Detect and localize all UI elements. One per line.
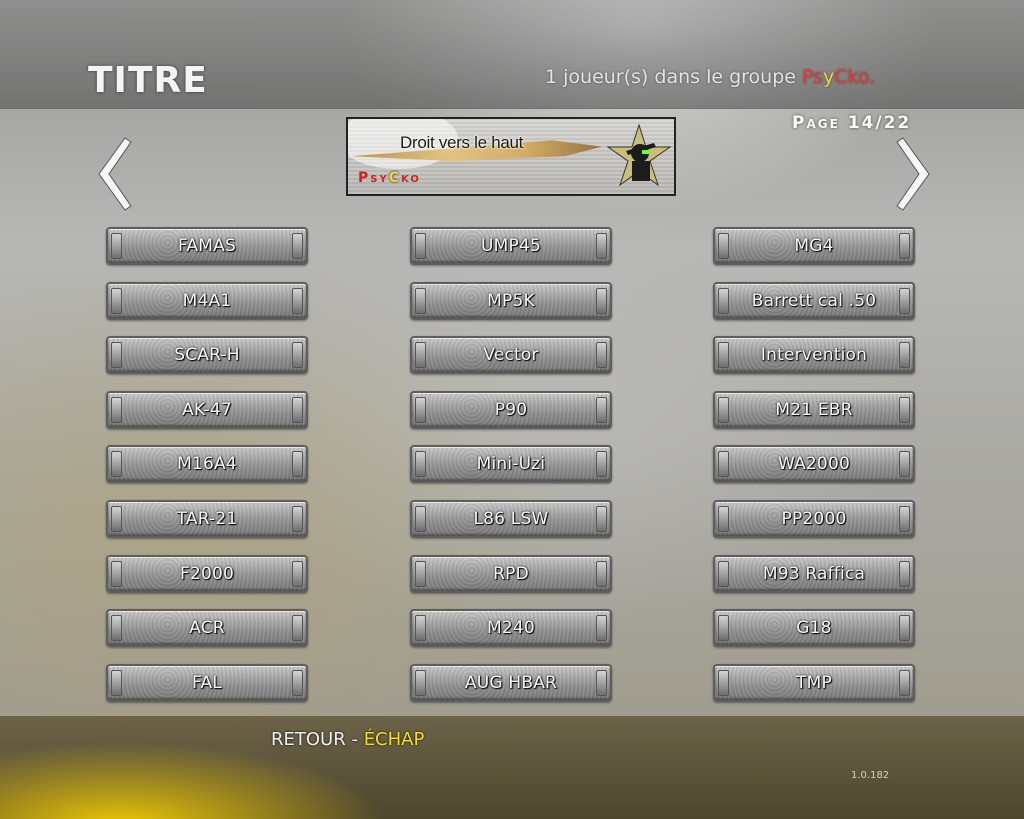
- clan-tag-char: y: [379, 170, 389, 186]
- weapon-button[interactable]: Intervention: [713, 336, 915, 375]
- group-info: 1 joueur(s) dans le groupe PsyCko.: [545, 66, 875, 88]
- clan-tag-char: k: [401, 170, 411, 186]
- weapon-label: Mini-Uzi: [476, 454, 546, 475]
- weapon-label: G18: [796, 618, 832, 639]
- weapon-button[interactable]: UMP45: [410, 227, 612, 265]
- clan-tag-char: C: [388, 170, 401, 186]
- weapon-button[interactable]: M21 EBR: [713, 390, 915, 429]
- previous-page-button[interactable]: [95, 136, 135, 212]
- weapon-label: FAL: [192, 672, 222, 693]
- weapon-label: TAR-21: [176, 509, 238, 529]
- back-label: RETOUR: [271, 729, 346, 750]
- weapon-button[interactable]: ACR: [106, 609, 308, 648]
- clan-tag-char: P: [358, 170, 371, 186]
- weapon-label: L86 LSW: [473, 509, 549, 529]
- back-separator: -: [345, 729, 364, 750]
- page-indicator: Page 14/22: [792, 113, 912, 133]
- weapon-button[interactable]: M4A1: [106, 281, 308, 320]
- weapon-label: M93 Raffica: [762, 563, 866, 584]
- weapon-label: PP2000: [781, 509, 847, 529]
- weapon-button[interactable]: MP5K: [410, 281, 612, 320]
- weapon-button[interactable]: M16A4: [106, 445, 308, 484]
- group-name-char: P: [801, 66, 814, 88]
- weapon-button[interactable]: Barrett cal .50: [713, 281, 915, 320]
- group-name-char: k: [847, 66, 858, 88]
- group-name-char: C: [834, 66, 848, 88]
- weapon-button[interactable]: P90: [410, 390, 612, 429]
- version-label: 1.0.182: [851, 770, 890, 781]
- weapon-label: ACR: [189, 618, 225, 639]
- back-key-hint: ÉCHAP: [363, 729, 425, 750]
- group-name-char: o: [857, 66, 870, 88]
- weapon-label: P90: [494, 399, 528, 420]
- weapon-button[interactable]: SCAR-H: [106, 336, 308, 375]
- weapon-button[interactable]: FAL: [106, 663, 308, 702]
- weapon-grid: FAMAS M4A1 SCAR-H AK-47 M16A4 TAR-21 F20…: [106, 227, 916, 707]
- weapon-button[interactable]: PP2000: [713, 500, 915, 538]
- weapon-label: F2000: [179, 563, 235, 584]
- weapon-button[interactable]: TAR-21: [106, 500, 308, 538]
- weapon-label: M21 EBR: [775, 399, 853, 420]
- clan-tag: PsyCko: [358, 170, 421, 186]
- weapon-label: TMP: [796, 672, 832, 693]
- weapon-button[interactable]: FAMAS: [106, 227, 308, 265]
- weapon-button[interactable]: AK-47: [106, 390, 308, 429]
- group-name-char: y: [823, 66, 835, 88]
- emblem-title: Droit vers le haut: [400, 133, 524, 152]
- weapon-label: M16A4: [177, 454, 237, 475]
- weapon-label: M4A1: [182, 290, 232, 311]
- weapon-button[interactable]: G18: [713, 609, 915, 648]
- header-bar: [0, 0, 1024, 109]
- weapon-label: RPD: [493, 563, 529, 584]
- back-button[interactable]: RETOUR - ÉCHAP: [271, 729, 424, 750]
- weapon-button[interactable]: MG4: [713, 227, 915, 265]
- weapon-button[interactable]: TMP: [713, 663, 915, 702]
- weapon-label: MG4: [794, 236, 834, 256]
- weapon-label: AK-47: [182, 399, 232, 420]
- chevron-left-icon: [98, 137, 132, 211]
- weapon-button[interactable]: RPD: [410, 554, 612, 593]
- next-page-button[interactable]: [893, 136, 933, 212]
- weapon-button[interactable]: M240: [410, 609, 612, 648]
- clan-tag-char: s: [370, 170, 380, 186]
- weapon-button[interactable]: WA2000: [713, 445, 915, 484]
- page-title: TITRE: [88, 60, 208, 101]
- clan-tag-char: o: [410, 170, 421, 186]
- weapon-button[interactable]: F2000: [106, 554, 308, 593]
- group-name-char: s: [813, 66, 824, 88]
- weapon-button[interactable]: AUG HBAR: [410, 663, 612, 702]
- weapon-label: Vector: [483, 345, 539, 366]
- weapon-button[interactable]: L86 LSW: [410, 500, 612, 538]
- weapon-button[interactable]: Mini-Uzi: [410, 445, 612, 484]
- footer-bar: [0, 716, 1024, 819]
- weapon-label: UMP45: [481, 236, 541, 256]
- weapon-label: WA2000: [778, 454, 850, 475]
- weapon-label: SCAR-H: [174, 345, 240, 366]
- weapon-label: M240: [487, 618, 535, 639]
- weapon-label: Barrett cal .50: [751, 290, 877, 311]
- group-name-char: .: [869, 66, 876, 88]
- weapon-label: Intervention: [760, 345, 868, 366]
- chevron-right-icon: [896, 137, 930, 211]
- player-emblem: Droit vers le haut PsyCko: [346, 117, 676, 196]
- weapon-label: AUG HBAR: [464, 672, 558, 693]
- weapon-button[interactable]: M93 Raffica: [713, 554, 915, 593]
- weapon-button[interactable]: Vector: [410, 336, 612, 375]
- soldier-emblem-icon: [606, 123, 672, 187]
- group-info-text: 1 joueur(s) dans le groupe: [545, 66, 802, 88]
- weapon-label: MP5K: [487, 290, 535, 311]
- weapon-label: FAMAS: [178, 236, 236, 256]
